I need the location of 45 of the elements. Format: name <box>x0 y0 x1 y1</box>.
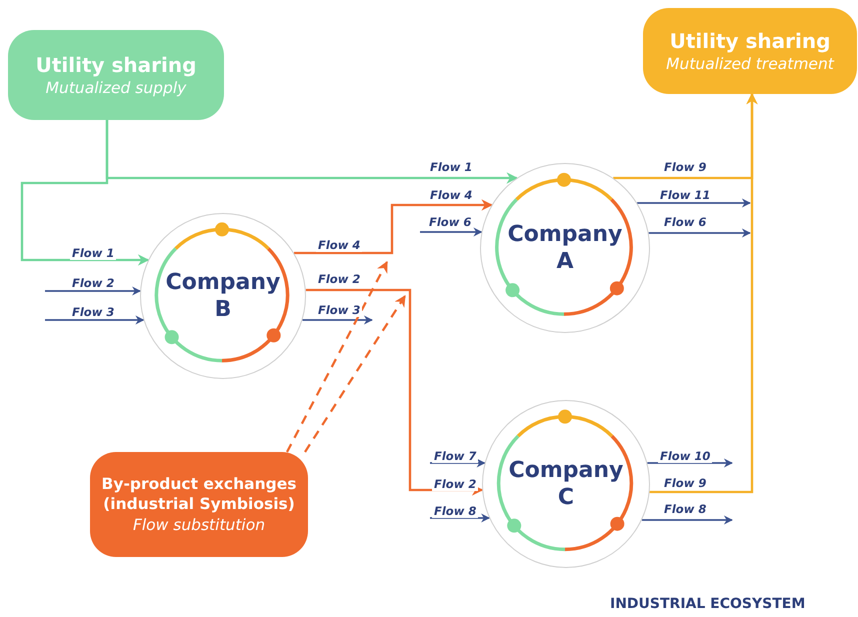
edge-label: Flow 8 <box>662 502 708 516</box>
arrow <box>420 228 482 236</box>
edge-label: Flow 7 <box>432 449 478 463</box>
edge-label: Flow 3 <box>316 303 362 317</box>
arrow <box>650 92 758 494</box>
edge-label: Flow 8 <box>432 504 478 518</box>
arrow <box>304 295 406 453</box>
box-heading: Utility sharing <box>36 52 196 78</box>
box-subtitle: Mutualized supply <box>46 78 186 98</box>
arrow <box>306 288 484 496</box>
arrow <box>430 458 486 468</box>
edge-label: Flow 3 <box>70 305 116 319</box>
arrow <box>45 286 142 296</box>
box-subtitle: Flow substitution <box>132 514 266 535</box>
edge-label: Flow 1 <box>70 246 116 260</box>
arrow <box>647 458 733 468</box>
edge-label: Flow 9 <box>662 160 708 174</box>
arrow <box>648 228 751 238</box>
arrow <box>302 316 373 324</box>
edge-label: Flow 6 <box>662 215 708 229</box>
flow-label: Flow 4 <box>428 188 474 202</box>
company-name: Company B <box>164 268 282 324</box>
edge-label: Flow 2 <box>70 276 116 290</box>
arrow <box>106 120 518 184</box>
box-heading: By-product exchanges (industrial Symbiosis) <box>100 474 298 515</box>
arrow <box>642 516 733 524</box>
rounded-box <box>90 452 308 557</box>
arrow <box>430 514 490 522</box>
edge-label: Flow 9 <box>662 476 708 490</box>
box-heading: Utility sharing <box>670 28 830 54</box>
rounded-box <box>8 30 224 120</box>
arrow <box>286 260 388 453</box>
diagram-label: INDUSTRIAL ECOSYSTEM <box>610 596 806 612</box>
edge-label: Flow 2 <box>316 272 362 286</box>
arrow <box>637 198 751 208</box>
company-name: Company A <box>506 220 624 276</box>
flow-label: Flow 2 <box>432 477 478 491</box>
edge-label: Flow 6 <box>427 215 474 229</box>
rounded-box <box>643 8 857 94</box>
box-subtitle: Mutualized treatment <box>666 54 834 74</box>
arrow <box>45 316 144 324</box>
edge-label: Flow 4 <box>316 238 362 252</box>
arrow <box>294 199 493 254</box>
edge-label: Flow 10 <box>658 449 712 463</box>
company-name: Company C <box>508 456 624 512</box>
